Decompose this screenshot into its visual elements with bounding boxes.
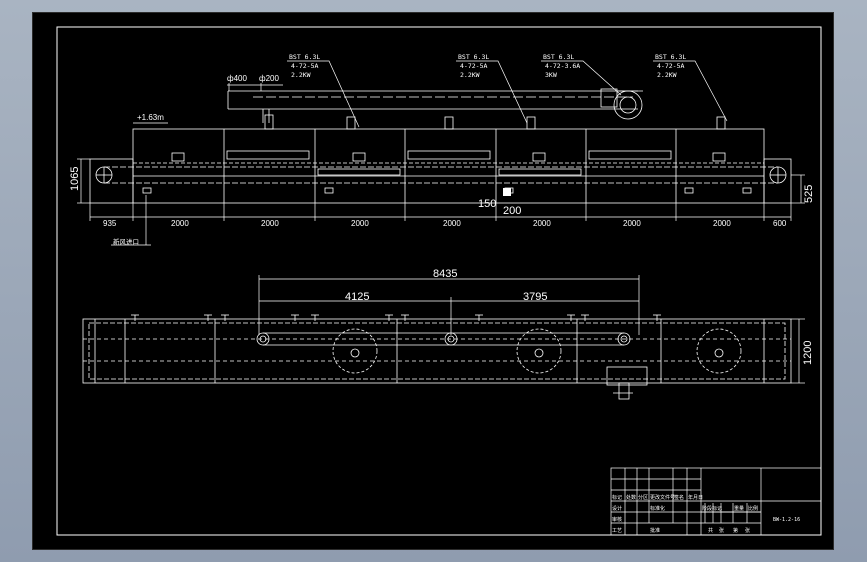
fan-2-power: 2.2KW <box>460 71 480 79</box>
fan-3-rotor <box>613 90 643 120</box>
seg-dim-1: 2000 <box>171 219 189 228</box>
right-end-box <box>763 158 792 204</box>
plan-fan-3 <box>696 328 742 374</box>
tb-header-2: 分区 <box>638 494 648 501</box>
fan-motor-box <box>606 366 648 386</box>
elevation-mark: +1.63m <box>137 113 164 122</box>
tb-drawing-no: BW-1.2-16 <box>773 517 800 523</box>
title-block <box>610 467 822 536</box>
tb-stage-label: 阶段标记 <box>702 505 722 512</box>
tb-std-label: 标准化 <box>650 505 665 512</box>
fan-3-model: 4-72-3.6A <box>545 62 580 70</box>
fan-2-callout: BST 6.3L <box>458 53 489 61</box>
plan-view <box>82 314 792 400</box>
height-dim-left: 1065 <box>69 167 81 191</box>
plan-width-dim: 1200 <box>802 341 814 365</box>
duct-dim-400: ф400 <box>227 74 247 83</box>
fan-callout-2: BST 6.3L 4-72-5A 2.2KW <box>458 53 489 79</box>
segment-dims: 935 2000 2000 2000 2000 2000 2000 2000 6… <box>103 219 787 228</box>
seg-dim-6: 2000 <box>623 219 641 228</box>
fan-3-callout: BST 6.3L <box>543 53 574 61</box>
small-dim-150: 150 <box>478 198 496 210</box>
dryer-body <box>132 128 765 204</box>
seg-dim-5: 2000 <box>533 219 551 228</box>
title-block-text: 标记 处数 分区 更改文件号 签名 年月日 设计 审核 工艺 标准化 批准 阶段… <box>612 494 800 534</box>
tb-sheet-1: 张 <box>719 527 724 534</box>
plan-overall-dim: 8435 <box>433 268 457 280</box>
plan-dim-b: 3795 <box>523 291 547 303</box>
fan-callout-leaders <box>287 60 728 128</box>
tb-row-process: 工艺 <box>612 528 622 534</box>
tb-scale-label: 比例 <box>748 505 758 512</box>
tb-sheet-0: 共 <box>708 527 713 534</box>
seg-dim-8: 600 <box>773 219 787 228</box>
fan-callout-1: BST 6.3L 4-72-5A 2.2KW <box>289 53 320 79</box>
fan-2-model: 4-72-5A <box>460 62 487 70</box>
fan-callout-3: BST 6.3L 4-72-3.6A 3KW <box>543 53 580 79</box>
heater-bands <box>226 150 672 176</box>
tb-weight-label: 重量 <box>734 505 744 512</box>
tb-header-4: 签名 <box>674 494 684 501</box>
fan-4-callout: BST 6.3L <box>655 53 686 61</box>
tb-header-3: 更改文件号 <box>650 494 675 501</box>
seg-dim-7: 2000 <box>713 219 731 228</box>
tb-header-5: 年月日 <box>688 494 703 501</box>
small-dim-200: 200 <box>503 205 521 217</box>
fresh-air-inlet-label: 新风进口 <box>113 237 139 246</box>
tb-approve-label: 批准 <box>650 527 660 534</box>
height-dim-right: 525 <box>803 185 815 203</box>
seg-dim-3: 2000 <box>351 219 369 228</box>
seg-dim-4: 2000 <box>443 219 461 228</box>
tb-header-1: 处数 <box>626 494 636 501</box>
fan-1-callout: BST 6.3L <box>289 53 320 61</box>
plan-dim-a: 4125 <box>345 291 369 303</box>
drawing-sheet: BST 6.3L 4-72-5A 2.2KW BST 6.3L 4-72-5A … <box>32 12 834 550</box>
tb-sheet-3: 张 <box>745 527 750 534</box>
plan-body <box>82 318 792 384</box>
tb-row-design: 设计 <box>612 505 622 512</box>
fan-4-model: 4-72-5A <box>657 62 684 70</box>
tb-header-0: 标记 <box>612 494 622 501</box>
duct-dim-200: ф200 <box>259 74 279 83</box>
left-end-box <box>89 158 134 204</box>
cad-drawing: BST 6.3L 4-72-5A 2.2KW BST 6.3L 4-72-5A … <box>56 26 822 536</box>
inner-frame <box>56 26 822 536</box>
fan-3-power: 3KW <box>545 71 557 79</box>
tb-sheet-2: 第 <box>733 527 738 534</box>
fan-callout-4: BST 6.3L 4-72-5A 2.2KW <box>655 53 686 79</box>
plan-fan-2 <box>516 328 562 374</box>
seg-dim-0: 935 <box>103 219 117 228</box>
elevation-view <box>89 88 792 204</box>
tb-row-review: 审核 <box>612 516 622 523</box>
fan-1-power: 2.2KW <box>291 71 311 79</box>
section-dividers <box>223 129 677 203</box>
fan-1-model: 4-72-5A <box>291 62 318 70</box>
fan-4-power: 2.2KW <box>657 71 677 79</box>
seg-dim-2: 2000 <box>261 219 279 228</box>
plan-fan-1 <box>332 328 378 374</box>
